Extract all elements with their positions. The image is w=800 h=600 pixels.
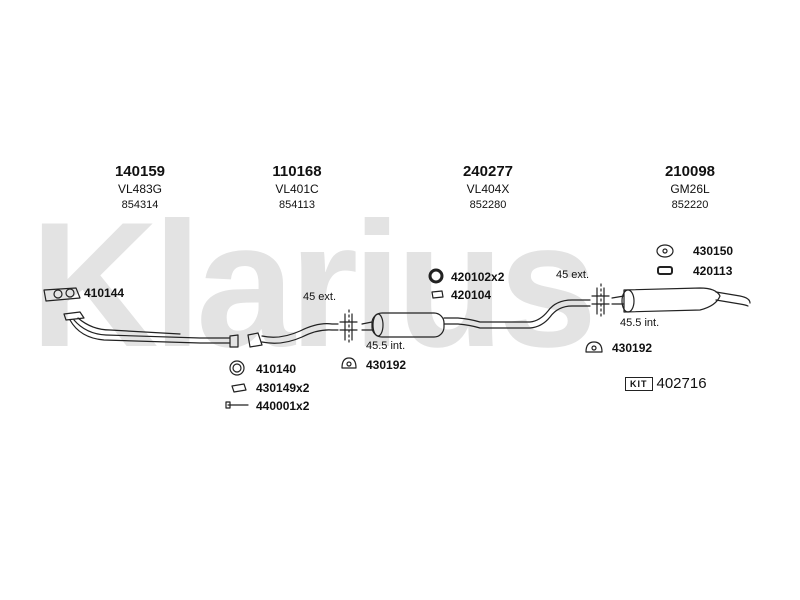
rubber-mount-icon <box>341 357 357 369</box>
section-code: VL404X <box>466 182 510 196</box>
clamp-mark-icon <box>591 283 610 319</box>
section-part-number: 240277 <box>462 163 514 180</box>
clamp-icon <box>231 383 247 393</box>
section-part-number: 110168 <box>272 163 322 180</box>
part-label: 430149x2 <box>256 381 310 395</box>
gasket-icon <box>656 244 674 258</box>
clamp-icon <box>431 290 444 299</box>
section-header-2: 110168 VL401C 854113 <box>237 163 357 213</box>
section-header-4: 210098 GM26L 852220 <box>630 163 750 213</box>
section-ref: 852280 <box>469 199 507 211</box>
part-label: 440001x2 <box>256 399 310 413</box>
part-label: 410140 <box>256 362 297 376</box>
section-part-number: 140159 <box>114 163 166 180</box>
bolt-icon <box>225 401 249 409</box>
section-part-number: 210098 <box>664 163 716 180</box>
kit-badge: KIT <box>625 376 653 391</box>
section-code: GM26L <box>670 182 710 196</box>
part-label: 420113 <box>693 264 733 278</box>
part-label: 420102x2 <box>451 270 505 284</box>
part-label: 430192 <box>366 358 407 372</box>
section-ref: 854314 <box>121 199 159 211</box>
clamp-mark-icon <box>339 309 358 345</box>
section-ref: 852220 <box>671 199 709 211</box>
section-code: VL401C <box>275 182 319 196</box>
kit-number: 402716 <box>656 375 707 392</box>
flange-gasket-icon <box>43 287 81 302</box>
part-label: 430150 <box>693 244 734 258</box>
intermediate-pipe-icon <box>247 323 339 348</box>
center-silencer-icon <box>361 299 591 338</box>
brand-watermark: Klarius <box>30 185 597 384</box>
dimension-note: 45.5 int. <box>366 340 406 352</box>
rubber-mount-icon <box>657 266 673 275</box>
part-label: 430192 <box>612 341 653 355</box>
ring-gasket-icon <box>229 360 245 376</box>
rubber-mount-icon <box>585 341 603 353</box>
front-pipe-icon <box>63 311 239 348</box>
rear-silencer-icon <box>611 287 751 313</box>
kit-reference: KIT 402716 <box>625 375 707 392</box>
section-code: VL483G <box>117 182 163 196</box>
part-label: 420104 <box>451 288 492 302</box>
section-header-1: 140159 VL483G 854314 <box>80 163 200 213</box>
section-header-3: 240277 VL404X 852280 <box>428 163 548 213</box>
dimension-note: 45 ext. <box>556 269 590 281</box>
section-ref: 854113 <box>279 199 315 211</box>
dimension-note: 45.5 int. <box>620 317 660 329</box>
sealing-ring-icon <box>428 268 444 284</box>
dimension-note: 45 ext. <box>303 291 337 303</box>
part-label: 410144 <box>84 286 125 300</box>
